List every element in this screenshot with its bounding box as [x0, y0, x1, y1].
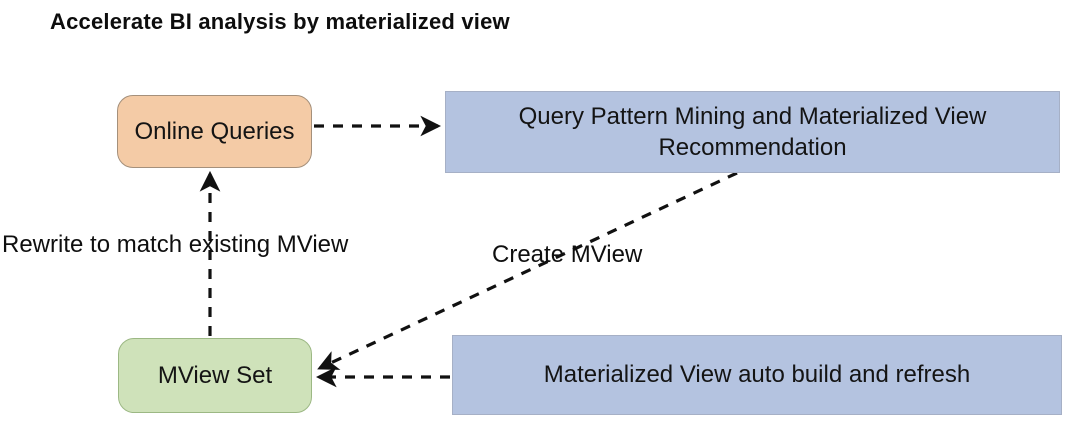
node-mview-auto-build-refresh-label: Materialized View auto build and refresh: [543, 361, 971, 389]
edge-label-create-mview: Create MView: [492, 241, 643, 268]
node-online-queries-label: Online Queries: [134, 117, 295, 145]
node-online-queries: Online Queries: [117, 95, 312, 168]
node-query-pattern-recommendation: Query Pattern Mining and Materialized Vi…: [445, 91, 1060, 173]
page-title: Accelerate BI analysis by materialized v…: [50, 9, 510, 34]
edge-label-rewrite-to-match-existing-mview: Rewrite to match existing MView: [2, 231, 349, 258]
node-query-pattern-recommendation-label: Query Pattern Mining and Materialized Vi…: [518, 102, 987, 161]
node-mview-auto-build-refresh: Materialized View auto build and refresh: [452, 335, 1062, 415]
node-mview-set: MView Set: [118, 338, 312, 413]
node-mview-set-label: MView Set: [157, 361, 273, 389]
